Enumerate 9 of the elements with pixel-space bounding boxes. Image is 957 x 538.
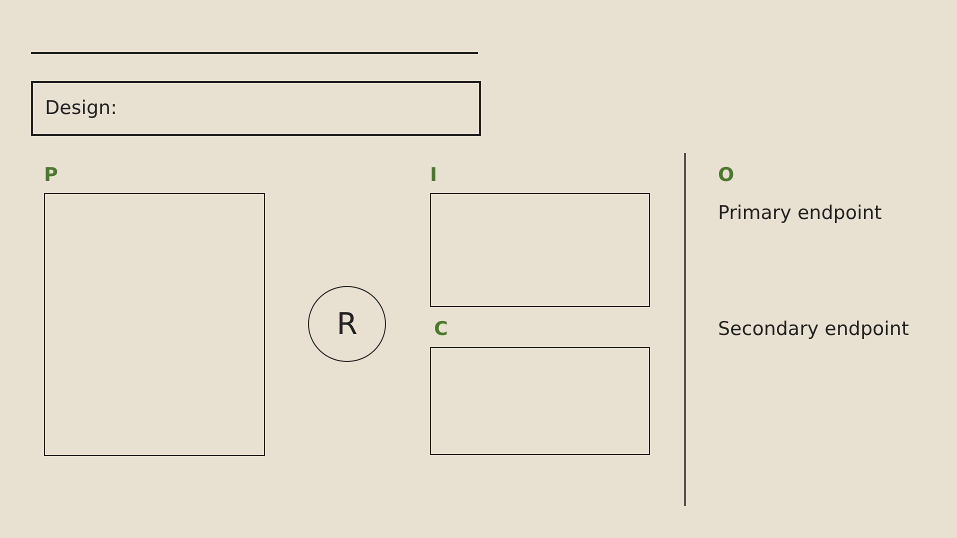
design-field [31, 81, 481, 136]
circle-node: R [308, 286, 386, 362]
section-heading: O [718, 163, 734, 187]
outcome-label: Secondary endpoint [718, 317, 909, 341]
section-heading: C [434, 318, 448, 340]
section-heading: I [430, 164, 438, 186]
field-label: Design: [45, 96, 118, 120]
section-heading: P [44, 164, 58, 186]
outcome-label: Primary endpoint [718, 201, 882, 225]
